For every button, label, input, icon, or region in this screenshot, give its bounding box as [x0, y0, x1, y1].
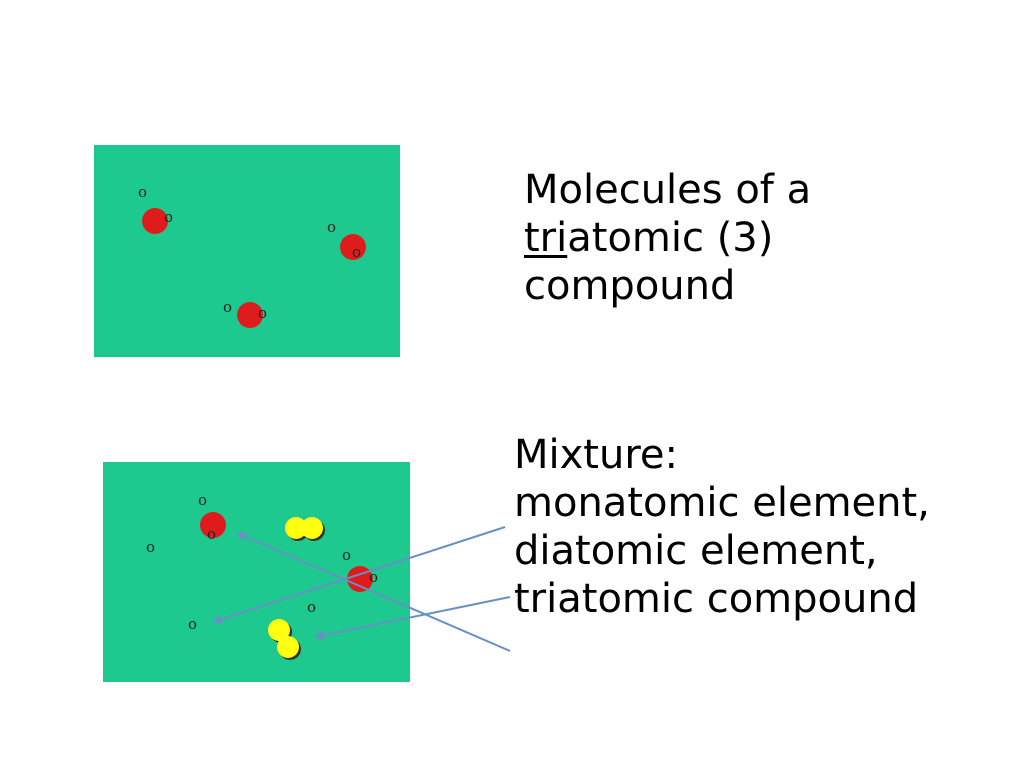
- red-atom: [237, 302, 263, 328]
- red-atom: [200, 512, 226, 538]
- oxygen-label: o: [369, 568, 379, 586]
- yellow-atom: [301, 517, 323, 539]
- monatomic-atom: o: [188, 615, 198, 633]
- mixture-caption: Mixture: monatomic element, diatomic ele…: [514, 431, 930, 623]
- red-atom: [340, 234, 366, 260]
- yellow-atom: [268, 619, 290, 641]
- oxygen-label: o: [342, 546, 352, 564]
- caption-text: atomic (3): [567, 215, 774, 261]
- caption-line: monatomic element,: [514, 480, 930, 526]
- monatomic-atom: o: [146, 538, 156, 556]
- oxygen-label: o: [223, 298, 233, 316]
- triatomic-caption: Molecules of a triatomic (3) compound: [524, 166, 811, 310]
- caption-line: compound: [524, 263, 736, 309]
- oxygen-label: o: [352, 243, 362, 261]
- arrow-to-monatomic: [212, 526, 506, 624]
- oxygen-label: o: [207, 525, 217, 543]
- arrow-to-diatomic: [314, 596, 511, 641]
- caption-line: triatomic (3): [524, 214, 811, 262]
- mixture-panel: o o o o o o o: [103, 462, 410, 682]
- triatomic-compound-panel: o o o o o o: [94, 145, 400, 357]
- oxygen-label: o: [327, 218, 337, 236]
- caption-line: triatomic compound: [514, 576, 919, 622]
- arrow-to-triatomic: [236, 531, 511, 652]
- caption-line: Molecules of a: [524, 167, 812, 213]
- caption-line: diatomic element,: [514, 528, 878, 574]
- oxygen-label: o: [138, 183, 148, 201]
- oxygen-label: o: [258, 304, 268, 322]
- oxygen-label: o: [198, 491, 208, 509]
- underlined-prefix: tri: [524, 215, 568, 261]
- caption-line: Mixture:: [514, 432, 678, 478]
- monatomic-atom: o: [307, 598, 317, 616]
- yellow-atom: [277, 636, 299, 658]
- oxygen-label: o: [164, 208, 174, 226]
- red-atom: [142, 208, 168, 234]
